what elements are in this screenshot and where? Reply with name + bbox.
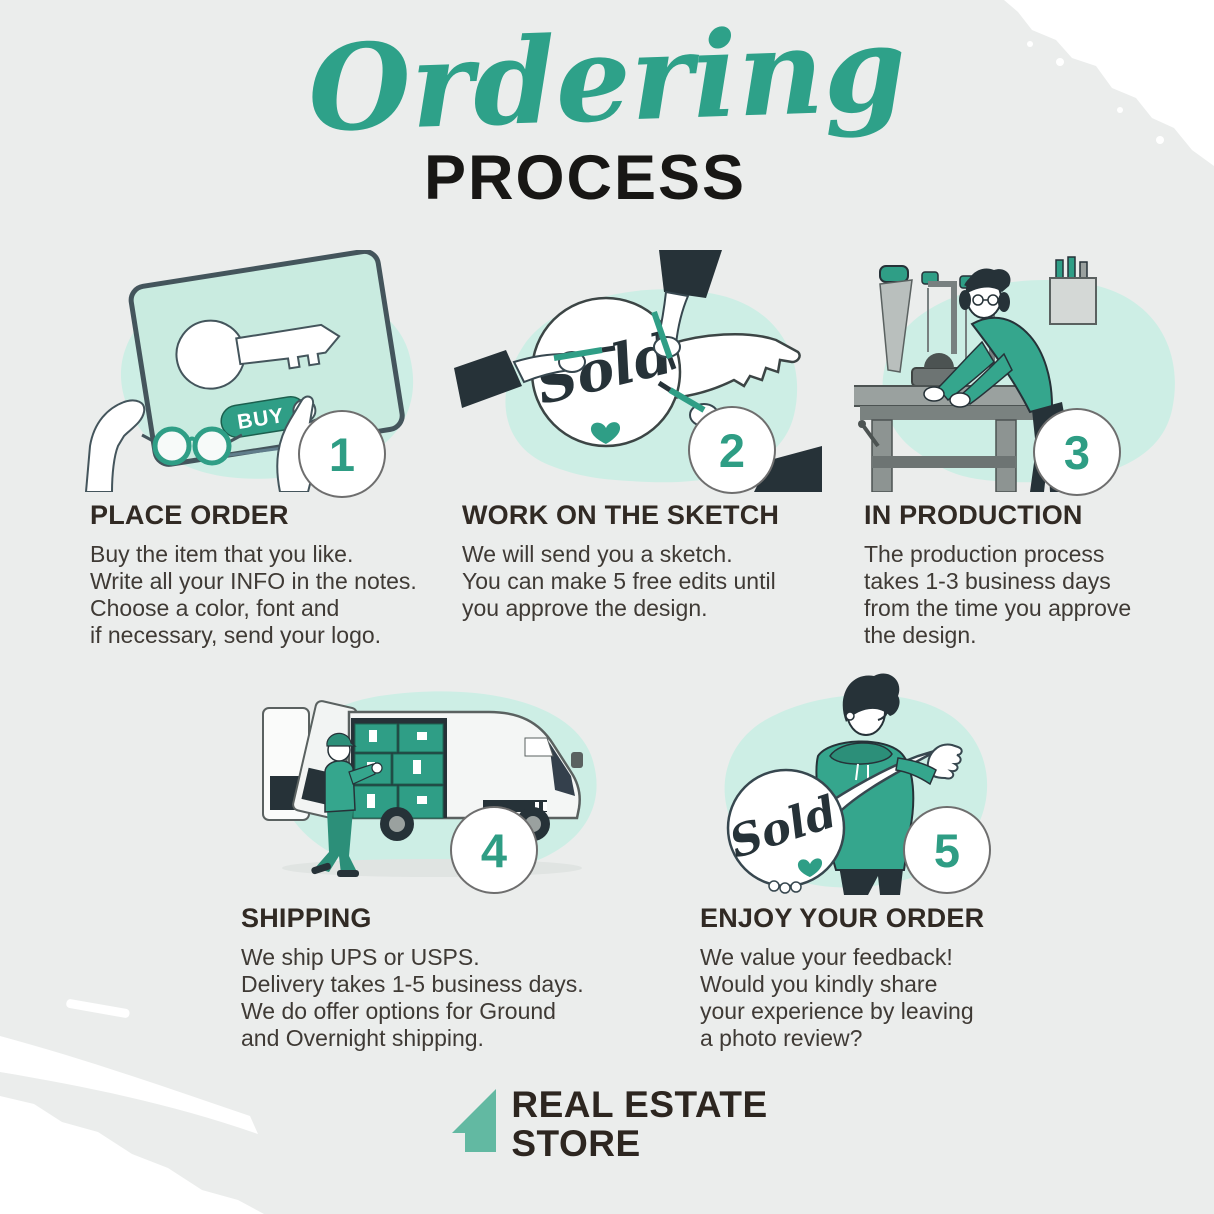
step-heading: SHIPPING <box>241 903 372 933</box>
production-illustration: 3 <box>854 250 1194 496</box>
heart-icon <box>797 858 823 877</box>
step-heading: ENJOY YOUR ORDER <box>700 903 985 933</box>
sketching-hand-left <box>454 345 616 408</box>
brand-name: REAL ESTATE STORE <box>511 1084 768 1164</box>
step-heading: IN PRODUCTION <box>864 500 1083 530</box>
step-description: Buy the item that you like.Write all you… <box>90 541 417 649</box>
step-number-badge: 2 <box>688 406 776 494</box>
workbench-icon <box>854 353 1051 492</box>
step-description: We value your feedback!Would you kindly … <box>700 944 974 1052</box>
glasses-icon <box>141 426 243 466</box>
shipping-illustration: 4 <box>241 660 623 895</box>
house-arrow-icon <box>452 1089 497 1152</box>
step-heading: PLACE ORDER <box>90 500 289 530</box>
step-number-badge: 1 <box>298 410 386 498</box>
delivery-person-icon <box>311 732 383 877</box>
step-shipping: 4 SHIPPING We ship UPS or USPS.Delivery … <box>241 660 623 1053</box>
heart-icon <box>590 422 621 444</box>
step-number-badge: 5 <box>903 806 991 894</box>
step-heading: WORK ON THE SKETCH <box>462 500 780 530</box>
place-order-illustration: BUY 1 <box>84 250 452 498</box>
step-number-badge: 3 <box>1033 408 1121 496</box>
enjoy-order-illustration: Sold 5 <box>700 660 1012 895</box>
title-script: Ordering <box>305 0 909 159</box>
sold-key-icon: Sold <box>724 743 963 894</box>
step-description: We will send you a sketch.You can make 5… <box>462 541 776 622</box>
step-place-order: BUY 1 PLACE ORDER Buy the item that you … <box>84 250 452 650</box>
sketching-hand-top <box>651 250 722 370</box>
step-enjoy-order: Sold 5 ENJOY YOUR ORDER We value your fe… <box>700 660 1012 1053</box>
tool-holder-icon <box>1049 256 1097 325</box>
sketch-illustration: Sold <box>454 250 830 494</box>
holding-hand-icon <box>84 399 146 492</box>
boxes-icon <box>352 723 444 819</box>
step-number-badge: 4 <box>450 806 538 894</box>
step-description: We ship UPS or USPS.Delivery takes 1-5 b… <box>241 944 584 1052</box>
title-main: PROCESS <box>423 143 747 213</box>
brand-logo: REAL ESTATE STORE <box>0 1084 1214 1164</box>
step-work-on-sketch: Sold <box>454 250 830 622</box>
